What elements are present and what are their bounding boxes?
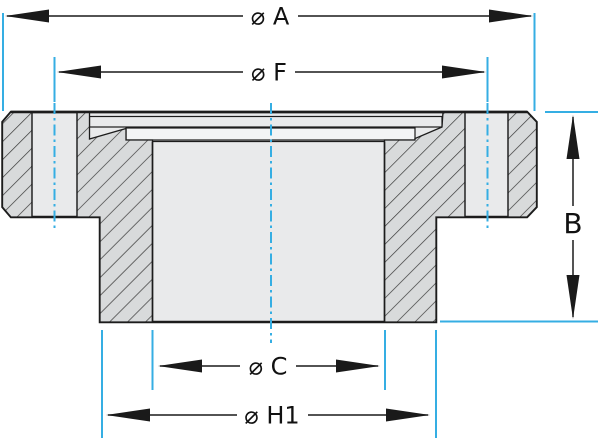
dimension-F: ⌀ F bbox=[57, 59, 486, 87]
flange-body bbox=[1, 110, 538, 324]
centerlines bbox=[53, 103, 489, 343]
dim-C-arrow-right bbox=[336, 359, 380, 373]
dim-F-label: ⌀ F bbox=[251, 59, 287, 87]
hatch-left-ring bbox=[1, 111, 33, 218]
dim-C-label: ⌀ C bbox=[249, 353, 288, 381]
dim-B-arrow-down bbox=[566, 275, 580, 319]
extension-lines bbox=[2, 13, 598, 438]
dim-H1-arrow-left bbox=[106, 408, 150, 422]
dim-B-arrow-up bbox=[566, 115, 580, 159]
dim-A-label: ⌀ A bbox=[251, 3, 290, 31]
dim-A-arrow-right bbox=[489, 9, 533, 23]
dim-H1-arrow-right bbox=[386, 408, 430, 422]
hatch-right-ring bbox=[507, 111, 538, 218]
dimension-C: ⌀ C bbox=[158, 353, 380, 381]
hatch-right-hub-wall bbox=[383, 111, 466, 323]
dimension-A: ⌀ A bbox=[5, 3, 533, 31]
dim-F-arrow-left bbox=[57, 65, 101, 79]
dim-F-arrow-right bbox=[442, 65, 486, 79]
dim-C-arrow-left bbox=[158, 359, 202, 373]
hatch-left-hub-wall bbox=[76, 111, 154, 323]
dim-A-arrow-left bbox=[5, 9, 49, 23]
dimension-H1: ⌀ H1 bbox=[106, 402, 430, 430]
dim-B-label: B bbox=[563, 207, 582, 240]
dim-H1-label: ⌀ H1 bbox=[244, 402, 299, 430]
recess-rim-band bbox=[88, 115, 443, 128]
dimension-B: B bbox=[563, 115, 583, 319]
